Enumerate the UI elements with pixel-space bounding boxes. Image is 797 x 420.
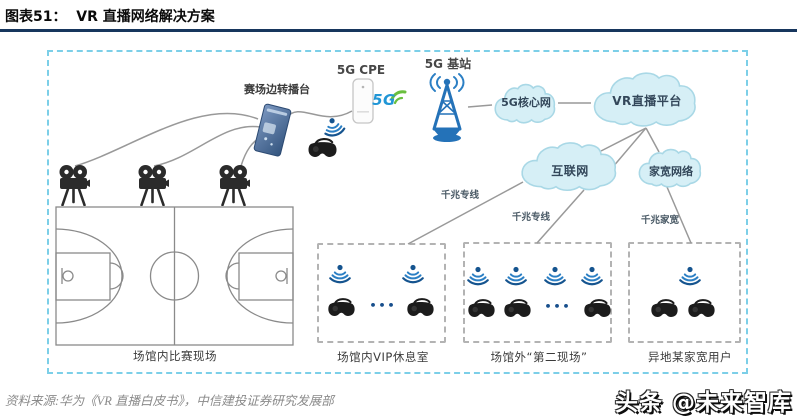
- 5g-logo-text: 5G: [372, 91, 396, 109]
- second-area-label: 场馆外“第二现场”: [490, 350, 588, 364]
- figure-title: 图表51： VR 直播网络解决方案: [5, 9, 215, 25]
- second-scene-box: [463, 242, 612, 343]
- link-dedicated1-label: 千兆专线: [440, 190, 480, 201]
- court-area-label: 场馆内比赛现场: [133, 349, 217, 363]
- cloud-platform-label: VR直播平台: [612, 94, 682, 108]
- vip-area-label: 场馆内VIP休息室: [337, 350, 429, 364]
- solution-boundary-box: [47, 50, 748, 374]
- watermark-logo: 头条 @未来智库: [614, 390, 792, 416]
- source-note: 资料来源:华为《VR 直播白皮书》，中信建投证券研究发展部: [5, 394, 334, 408]
- vip-room-box: [317, 243, 446, 343]
- cloud-core-label: 5G核心网: [501, 96, 551, 109]
- ellipsis: •••: [369, 299, 397, 312]
- remote-user-box: [628, 242, 741, 343]
- cloud-home-label: 家宽网络: [649, 165, 693, 178]
- base-station-label: 5G 基站: [424, 57, 472, 71]
- ellipsis: •••: [544, 300, 572, 313]
- remote-area-label: 异地某家宽用户: [648, 350, 732, 364]
- cpe-label: 5G CPE: [336, 63, 386, 77]
- title-divider: [0, 29, 797, 32]
- link-dedicated2-label: 千兆专线: [511, 212, 551, 223]
- cloud-internet-label: 互联网: [551, 164, 589, 178]
- broadcast-station-label: 赛场边转播台: [244, 83, 310, 96]
- link-home-label: 千兆家宽: [640, 215, 680, 226]
